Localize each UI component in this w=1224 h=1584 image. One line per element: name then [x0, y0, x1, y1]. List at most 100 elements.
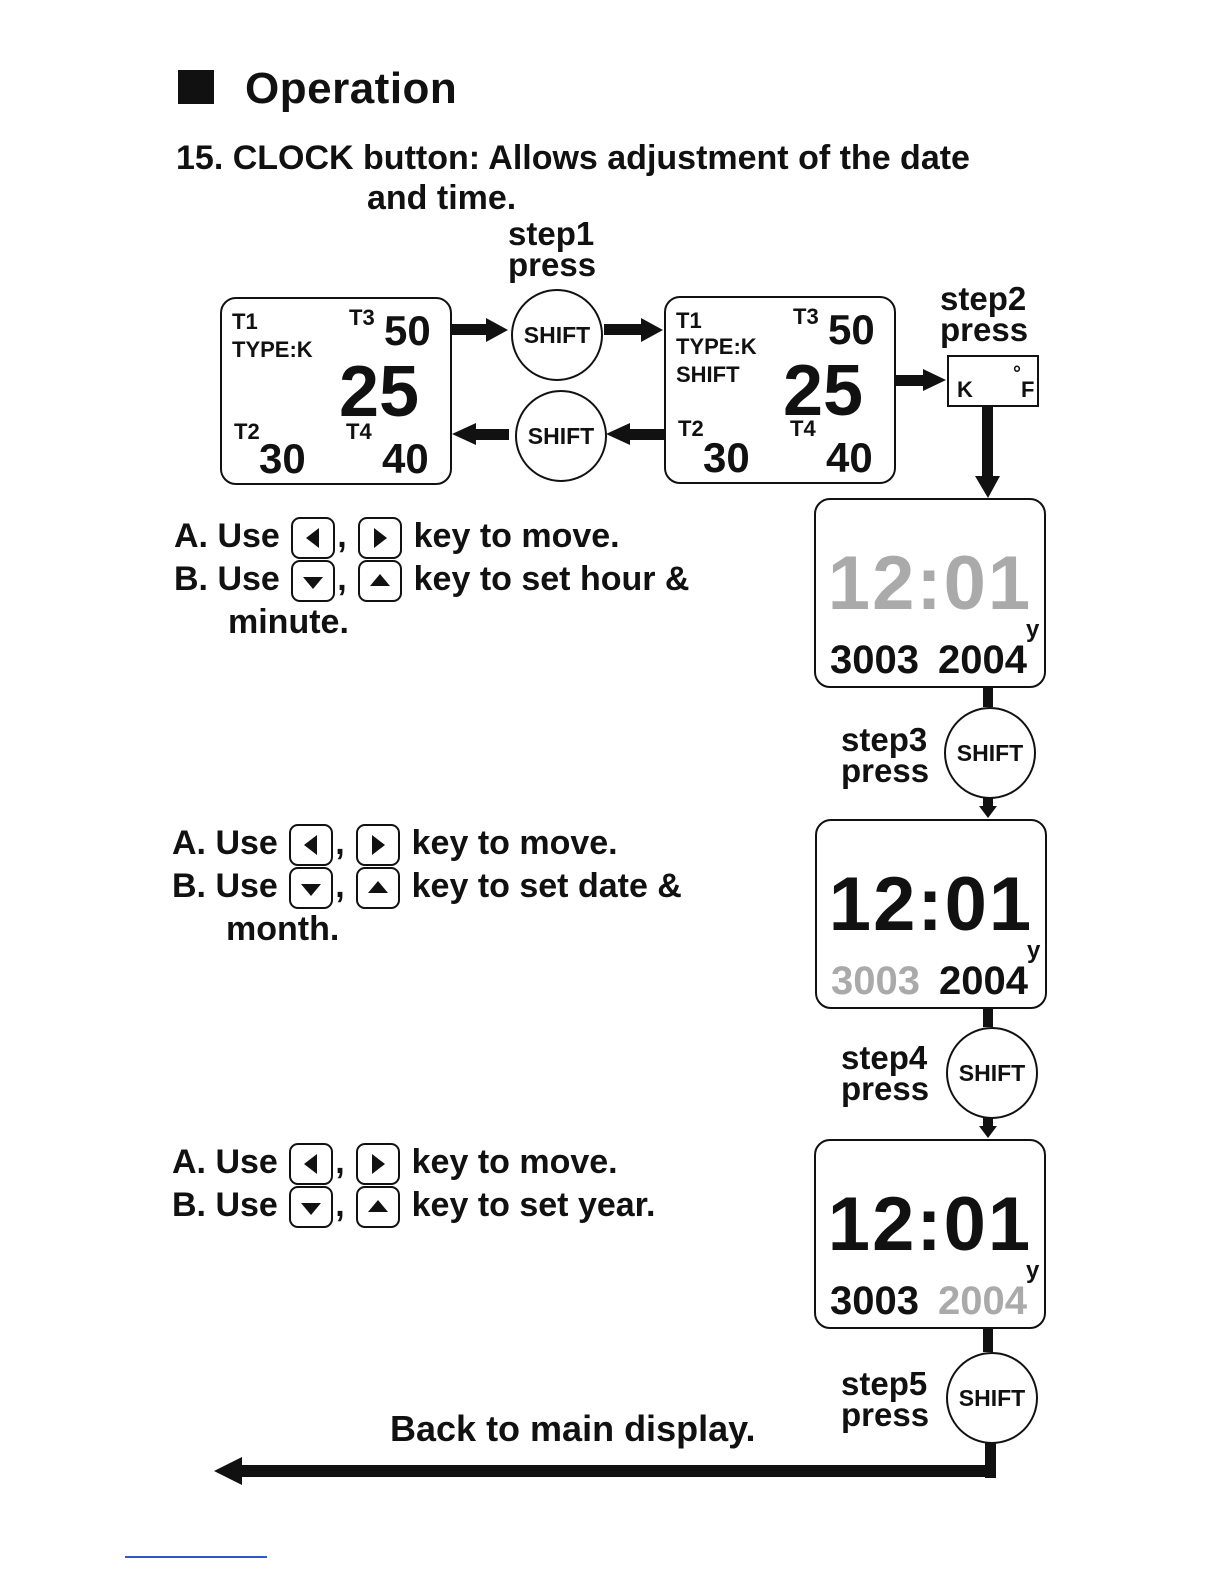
- down-arrow-icon: [301, 1203, 322, 1216]
- up-arrow-icon: [368, 1200, 389, 1213]
- right-arrow-icon: [374, 528, 388, 549]
- comma: ,: [337, 560, 347, 599]
- instruction-b-suffix: key to set hour &: [413, 560, 690, 599]
- back-to-main-text: Back to main display.: [390, 1408, 756, 1449]
- instruction-b-continued: month.: [226, 910, 340, 949]
- t4-label: T4: [790, 416, 816, 441]
- down-key[interactable]: [291, 560, 336, 603]
- clock-year: 2004: [939, 959, 1028, 1003]
- clock-display-date: 12:01 3003 2004 y: [815, 819, 1047, 1009]
- step2-text: step2: [940, 280, 1027, 317]
- step3-text: step3: [841, 721, 928, 758]
- instruction-b-continued: minute.: [228, 603, 349, 642]
- comma: ,: [335, 1186, 345, 1225]
- clock-display-time: 12:01 3003 2004 y: [814, 498, 1046, 688]
- arrow-head-right: [486, 318, 508, 342]
- t3-label: T3: [793, 304, 819, 329]
- footer-rule: [125, 1556, 267, 1558]
- shift-button-step1[interactable]: SHIFT: [511, 289, 603, 381]
- right-arrow-icon: [372, 835, 386, 856]
- type-label: TYPE:K: [676, 334, 757, 359]
- t1-label: T1: [676, 308, 702, 333]
- right-key[interactable]: [356, 824, 401, 867]
- shift-button-step5[interactable]: SHIFT: [946, 1352, 1038, 1444]
- step4-text: step4: [841, 1039, 928, 1076]
- clock-year: 2004: [938, 1279, 1027, 1323]
- unit-toggle-button[interactable]: K ° F: [947, 355, 1039, 407]
- down-key[interactable]: [289, 867, 334, 910]
- shift-button-step3[interactable]: SHIFT: [944, 707, 1036, 799]
- step5-action: press: [841, 1396, 930, 1433]
- t4-value: 40: [382, 435, 429, 482]
- left-key[interactable]: [291, 517, 336, 560]
- instruction-set: B. Use , key to set hour &: [174, 559, 690, 603]
- instruction-b-prefix: B. Use: [174, 560, 280, 599]
- up-arrow-icon: [370, 574, 391, 587]
- comma: ,: [335, 824, 345, 862]
- t2-label: T2: [678, 416, 704, 441]
- year-indicator: y: [1026, 616, 1040, 643]
- step1-text: step1: [508, 215, 595, 252]
- instruction-block-year: A. Use , key to move. B. Use , key to se…: [172, 1142, 656, 1229]
- left-key[interactable]: [289, 1143, 334, 1186]
- clock-date: 3003: [830, 1279, 919, 1323]
- up-key[interactable]: [358, 560, 403, 603]
- t2-value: 30: [703, 434, 750, 481]
- t3-value: 50: [828, 306, 875, 353]
- left-arrow-icon: [304, 835, 318, 856]
- heading-line1: 15. CLOCK button: Allows adjustment of t…: [176, 139, 970, 177]
- section-marker: [178, 70, 214, 104]
- main-value: 25: [783, 351, 864, 431]
- up-key[interactable]: [356, 1186, 401, 1229]
- section-title: Operation: [245, 64, 458, 113]
- left-arrow-icon: [304, 1154, 318, 1175]
- instruction-block-date: A. Use , key to move. B. Use , key to se…: [172, 823, 682, 949]
- unit-f: F: [1021, 377, 1035, 402]
- t3-label: T3: [349, 305, 375, 330]
- clock-date: 3003: [831, 959, 920, 1003]
- step2-label: step2 press: [940, 280, 1029, 348]
- right-key[interactable]: [356, 1143, 401, 1186]
- main-display: T1 TYPE:K T3 50 25 T2 30 T4 40: [220, 297, 452, 485]
- type-label: TYPE:K: [232, 337, 313, 362]
- step3-action: press: [841, 752, 930, 789]
- instruction-b-prefix: B. Use: [172, 867, 278, 906]
- instruction-move: A. Use , key to move.: [172, 1142, 655, 1186]
- left-key[interactable]: [289, 824, 334, 867]
- up-key[interactable]: [356, 867, 401, 910]
- instruction-set: B. Use , key to set date &: [172, 866, 682, 910]
- shift-button-return[interactable]: SHIFT: [515, 390, 607, 482]
- t2-value: 30: [259, 435, 306, 482]
- step4-label: step4 press: [841, 1039, 930, 1107]
- down-key[interactable]: [289, 1186, 334, 1229]
- degree-symbol: °: [1013, 363, 1021, 385]
- comma: ,: [337, 517, 347, 555]
- comma: ,: [335, 1143, 345, 1181]
- step2-action: press: [940, 311, 1029, 348]
- step5-label: step5 press: [841, 1365, 930, 1433]
- left-arrow-icon: [306, 528, 320, 549]
- down-arrow-icon: [303, 577, 324, 590]
- clock-date: 3003: [830, 638, 919, 682]
- instruction-b-prefix: B. Use: [172, 1186, 278, 1225]
- year-indicator: y: [1026, 1257, 1040, 1284]
- instruction-block-time: A. Use , key to move. B. Use , key to se…: [174, 516, 689, 642]
- instruction-a-prefix: A. Use: [172, 1143, 278, 1181]
- shift-button-step4[interactable]: SHIFT: [946, 1027, 1038, 1119]
- t4-label: T4: [346, 419, 372, 444]
- t2-label: T2: [234, 419, 260, 444]
- right-arrow-icon: [372, 1154, 386, 1175]
- instruction-move: A. Use , key to move.: [172, 823, 682, 867]
- instruction-b-suffix: key to set date &: [411, 867, 682, 906]
- right-key[interactable]: [358, 517, 403, 560]
- instruction-b-suffix: key to set year.: [411, 1186, 656, 1225]
- instruction-a-suffix: key to move.: [411, 824, 618, 862]
- step5-text: step5: [841, 1365, 928, 1402]
- arrow-shaft: [451, 324, 489, 335]
- step1-action: press: [508, 246, 597, 283]
- step4-action: press: [841, 1070, 930, 1107]
- mode-label: SHIFT: [676, 362, 740, 387]
- heading-line2: and time.: [367, 179, 517, 217]
- unit-k: K: [957, 377, 973, 402]
